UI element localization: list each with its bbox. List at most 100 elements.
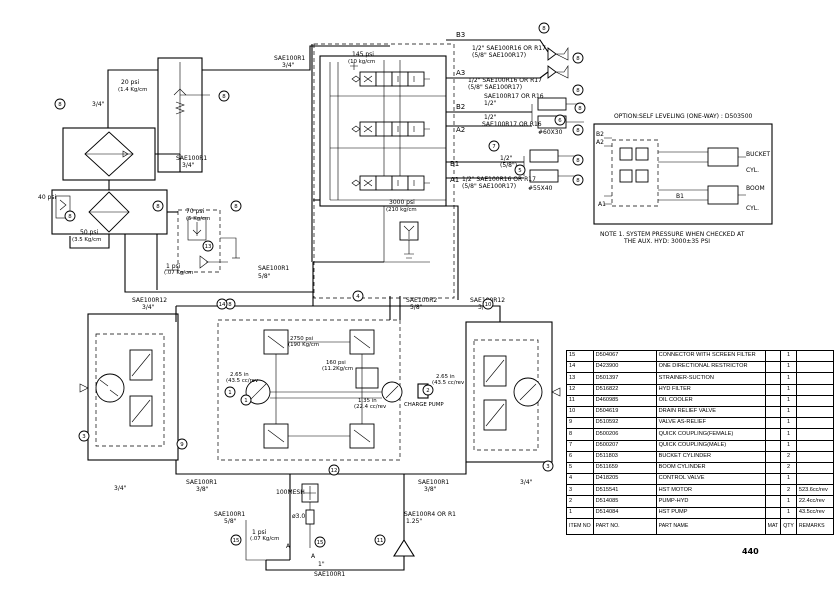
label-charge: CHARGE PUMP xyxy=(404,402,444,408)
svg-text:8: 8 xyxy=(228,302,232,308)
label-sae-br-size: 3/8" xyxy=(424,486,437,493)
label-disp-r: 2.65 in xyxy=(436,374,455,380)
table-cell-item: 6 xyxy=(566,450,594,463)
label-sae-bl: SAE100R1 xyxy=(186,479,217,486)
label-size-br: 3/4" xyxy=(520,479,533,486)
label-opt-a1: A1 xyxy=(598,201,606,208)
svg-text:8: 8 xyxy=(576,158,580,164)
svg-text:7: 7 xyxy=(492,144,495,150)
actuator-section xyxy=(468,39,584,183)
table-cell-part-no: D500206 xyxy=(592,428,657,441)
table-header-mat: MAT xyxy=(764,517,782,535)
table-cell-item: 3 xyxy=(566,484,594,497)
table-cell-qty: 1 xyxy=(780,394,797,407)
svg-text:11: 11 xyxy=(377,538,384,544)
svg-text:8: 8 xyxy=(542,26,546,32)
table-cell-part-name: HYD FILTER xyxy=(655,383,766,396)
svg-text:5: 5 xyxy=(518,168,521,174)
table-cell-qty: 1 xyxy=(780,439,797,452)
label-sae-mid-size: 3/4" xyxy=(182,162,195,169)
motor-left-symbol xyxy=(95,373,125,403)
balloon: 8 xyxy=(572,52,584,64)
label-pump-p2-b: (11.2Kg/cm xyxy=(322,366,353,372)
table-cell-qty: 1 xyxy=(780,383,797,396)
label-conn-b: A xyxy=(286,543,291,550)
label-hose-a3-b: (5/8" SAE100R17) xyxy=(468,84,522,91)
label-sae-bl-size: 3/8" xyxy=(196,486,209,493)
label-sae-ctr-size: 5/8" xyxy=(258,273,271,280)
svg-text:8: 8 xyxy=(234,204,238,210)
table-cell-remarks: 43.5cc/rev xyxy=(795,506,834,519)
table-cell-mat xyxy=(764,473,782,486)
label-port-a1: A1 xyxy=(450,176,459,184)
table-cell-item: 12 xyxy=(566,383,594,396)
balloon: 1 xyxy=(240,394,252,406)
table-cell-mat xyxy=(764,495,782,508)
table-cell-item: 1 xyxy=(566,506,594,519)
label-sae-r1-size: 1.25" xyxy=(406,518,422,525)
label-port-a2: A2 xyxy=(456,126,465,134)
table-cell-remarks xyxy=(795,439,834,452)
label-p1-a: 1 psi xyxy=(166,263,181,270)
table-header-remarks: REMARKS xyxy=(795,517,834,535)
label-sae-r1: SAE100R4 OR R1 xyxy=(404,511,456,518)
table-cell-part-no: D510592 xyxy=(592,417,657,430)
suction-section xyxy=(175,460,467,571)
table-cell-part-no: D511803 xyxy=(592,450,657,463)
table-cell-item: 15 xyxy=(566,349,594,363)
label-disp-l-b: (43.5 cc/rev xyxy=(226,378,259,384)
table-cell-remarks xyxy=(795,383,834,396)
restrictor xyxy=(305,509,315,525)
svg-text:8: 8 xyxy=(222,94,226,100)
label-p1-b: 1 psi xyxy=(252,529,267,536)
label-opt-boom: BOOM xyxy=(746,185,765,192)
table-cell-part-no: D418205 xyxy=(592,473,657,486)
svg-text:10: 10 xyxy=(485,302,492,308)
label-hose-b1: 1/2" xyxy=(500,155,513,162)
label-port-b3: B3 xyxy=(456,31,465,39)
label-p1-b-metric: (.07 Kg/cm xyxy=(250,536,279,542)
table-cell-mat xyxy=(764,439,782,452)
table-cell-qty: 2 xyxy=(780,484,797,497)
svg-text:3: 3 xyxy=(82,434,85,440)
hst-motor-right xyxy=(465,321,561,463)
balloon: 11 xyxy=(374,534,386,546)
table-cell-mat xyxy=(764,428,782,441)
control-valve-frame xyxy=(313,43,455,299)
table-cell-part-no: D423900 xyxy=(592,361,657,374)
balloon: 8 xyxy=(574,102,586,114)
table-cell-remarks xyxy=(795,450,834,463)
table-cell-part-name: QUICK COUPLING(MALE) xyxy=(655,439,766,452)
table-cell-part-name: DRAIN RELIEF VALVE xyxy=(655,405,766,419)
label-cyl-1: #55X40 xyxy=(528,185,553,192)
label-note1: NOTE 1. SYSTEM PRESSURE WHEN CHECKED AT xyxy=(600,231,745,238)
table-cell-part-no: D460985 xyxy=(592,394,657,407)
label-sae-main-size: 3/4" xyxy=(282,62,295,69)
label-option-title: OPTION:SELF LEVELING (ONE-WAY) : D503500 xyxy=(614,113,753,120)
label-p70: 70 psi xyxy=(186,208,204,215)
balloon: 8 xyxy=(64,210,76,222)
balloon: 1 xyxy=(224,386,236,398)
label-p50: 50 psi xyxy=(80,229,98,236)
spool-a3b3 xyxy=(351,71,430,87)
label-p145-metric: (10 kg/cm xyxy=(348,59,375,65)
balloon: 6 xyxy=(554,114,566,126)
table-cell-remarks xyxy=(795,461,834,475)
table-cell-qty: 1 xyxy=(780,349,797,363)
balloon: 8 xyxy=(572,174,584,186)
table-cell-part-name: BOOM CYLINDER xyxy=(655,461,766,475)
balloon: 10 xyxy=(482,298,494,310)
table-cell-part-no: D501397 xyxy=(592,372,657,385)
svg-text:1: 1 xyxy=(244,398,247,404)
table-header-part-no: PART NO. xyxy=(592,517,657,535)
balloon: 15 xyxy=(314,536,326,548)
